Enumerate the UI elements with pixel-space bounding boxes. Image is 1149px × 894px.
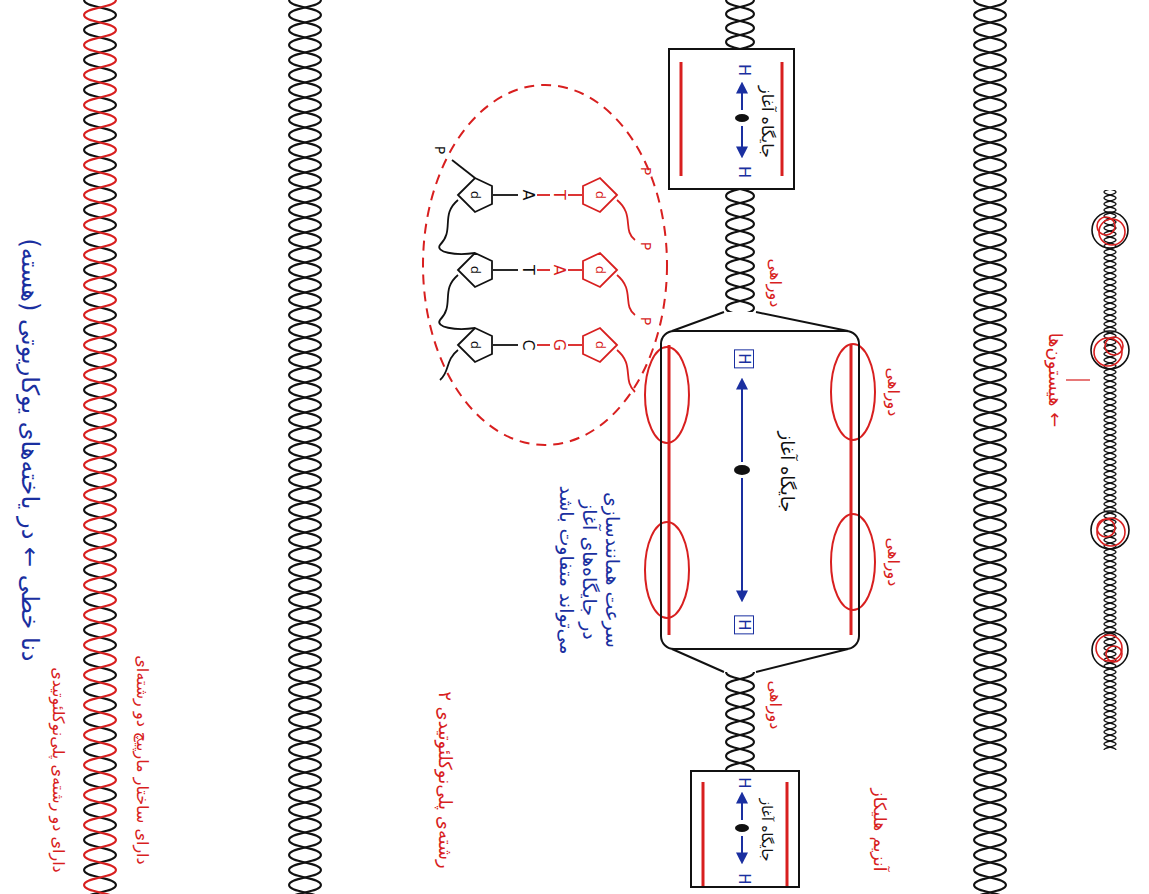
fork-label: دوراهی (765, 259, 784, 308)
helicase-label: H (734, 166, 753, 178)
origin-label: جایگاه آغاز (757, 86, 776, 158)
sugar-label: d (592, 266, 608, 274)
sugar-label: d (592, 341, 608, 349)
helicase-label: H (735, 777, 753, 788)
phosphate-label: P (638, 167, 655, 175)
helicase-label: H (735, 873, 753, 884)
origin-label: جایگاه آغاز (776, 432, 798, 513)
base-letter: C (518, 339, 537, 350)
note-text: دارای دو رشته‌ی پلی‌نوکلئوتیدی (48, 667, 67, 872)
origin-box: H جایگاه آغاز H (668, 48, 795, 190)
fork-label: دوراهی (765, 681, 784, 730)
note-text: ۲ رشته‌ی پلی‌نوکلئوتیدی (434, 691, 456, 869)
origin-box: H جایگاه آغاز H (690, 770, 800, 888)
base-letter: A (518, 190, 537, 201)
note-text: دنا خطی ← در یاخته‌های یوکاریوتی (هسته) (16, 238, 45, 661)
phosphate-label: P (638, 317, 655, 325)
base-letter: T (518, 265, 537, 275)
sugar-label: d (592, 191, 608, 199)
base-letter: T (549, 190, 568, 200)
helicase-label: H (734, 349, 754, 368)
note-text: دارای ساختار مارپیچ دو رشته‌ای (132, 655, 151, 864)
origin-label: جایگاه آغاز (759, 799, 776, 862)
helicase-label: H (734, 64, 753, 76)
histone-label: هیستون‌ها ← (1044, 333, 1066, 428)
note-text: آنزیم هلیکاز (870, 789, 890, 872)
sugar-label: d (467, 191, 483, 199)
phosphate-label: P (638, 242, 655, 250)
fork-label: دوراهی (883, 368, 902, 417)
phosphate-label: P (432, 146, 449, 154)
sugar-label: d (467, 266, 483, 274)
helicase-label: H (734, 615, 754, 634)
fork-label: دوراهی (883, 538, 902, 587)
replication-bubble: H جایگاه آغاز H (660, 330, 860, 650)
note-text: سرعت همانندسازی در جایگاه‌های آغاز می‌تو… (556, 483, 624, 658)
sugar-label: d (467, 341, 483, 349)
base-letter: A (549, 265, 568, 276)
base-letter: G (549, 339, 568, 351)
